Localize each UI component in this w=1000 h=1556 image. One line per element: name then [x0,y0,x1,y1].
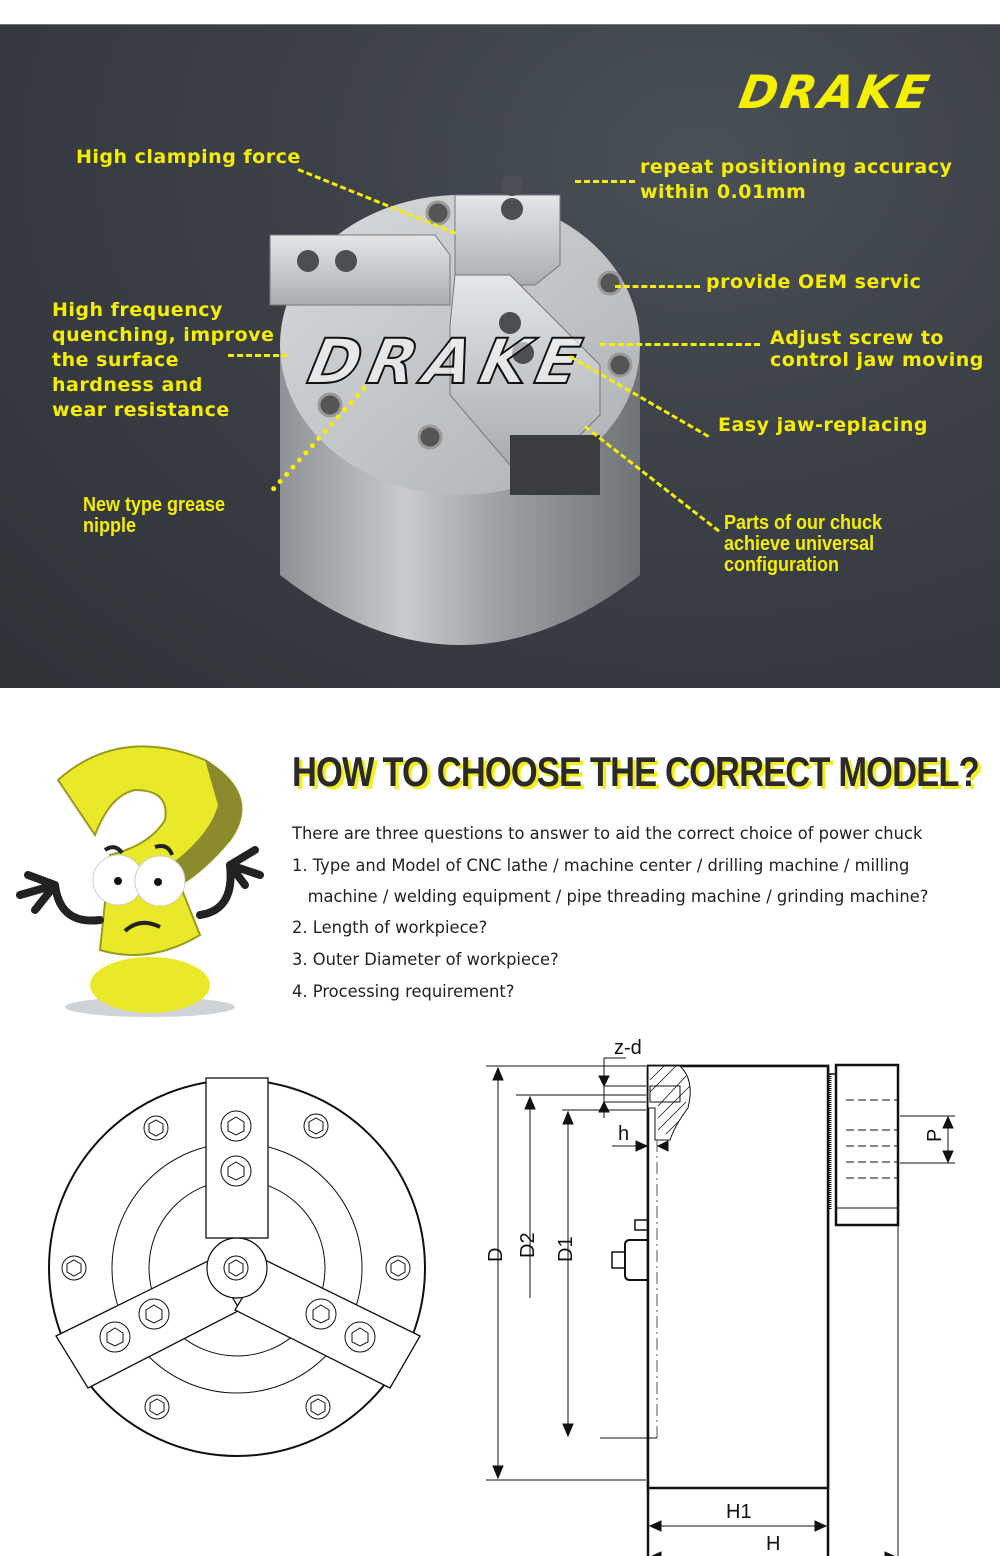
chuck-side-view-drawing: P D D2 D1 z-d h H1 H [485,1037,955,1556]
leader-line [615,285,700,288]
svg-text:H: H [766,1533,780,1555]
brand-logo: DRAKE [735,65,937,119]
svg-text:h: h [618,1123,629,1145]
feature-universal-parts: Parts of our chuck achieve universal con… [724,512,883,576]
intro-text: There are three questions to answer to a… [292,824,923,844]
product-photo-banner: DRAKE DRAKE High clamping force repeat p… [0,24,1000,688]
question-1: 1. Type and Model of CNC lathe / machine… [292,856,910,876]
watermark-logo: DRAKE [301,324,596,399]
question-mark-mascot [16,745,264,1017]
chuck-front-view-drawing [48,1077,426,1457]
question-3: 3. Outer Diameter of workpiece? [292,950,559,970]
feature-grease-nipple: New type grease nipple [83,494,226,537]
feature-oem-service: provide OEM servic [706,271,922,293]
question-1-continued: machine / welding equipment / pipe threa… [292,887,929,907]
feature-jaw-replacing: Easy jaw-replacing [718,414,928,436]
svg-text:D: D [485,1248,507,1262]
feature-clamping-force: High clamping force [76,146,301,168]
svg-text:z-d: z-d [614,1037,642,1059]
leader-line [600,343,760,346]
feature-adjust-screw: Adjust screw to control jaw moving [770,327,984,371]
feature-positioning-accuracy: repeat positioning accuracy within 0.01m… [640,156,953,203]
question-4: 4. Processing requirement? [292,982,515,1002]
svg-text:D2: D2 [517,1232,539,1258]
leader-line [228,354,288,357]
chuck-photo-illustration [269,175,640,645]
svg-text:H1: H1 [726,1501,752,1523]
leader-line [575,180,635,183]
feature-quenching: High frequency quenching, improve the su… [52,299,275,421]
section-title: HOW TO CHOOSE THE CORRECT MODEL? [292,748,980,795]
svg-text:P: P [924,1129,946,1142]
svg-text:D1: D1 [555,1236,577,1262]
question-2: 2. Length of workpiece? [292,918,488,938]
